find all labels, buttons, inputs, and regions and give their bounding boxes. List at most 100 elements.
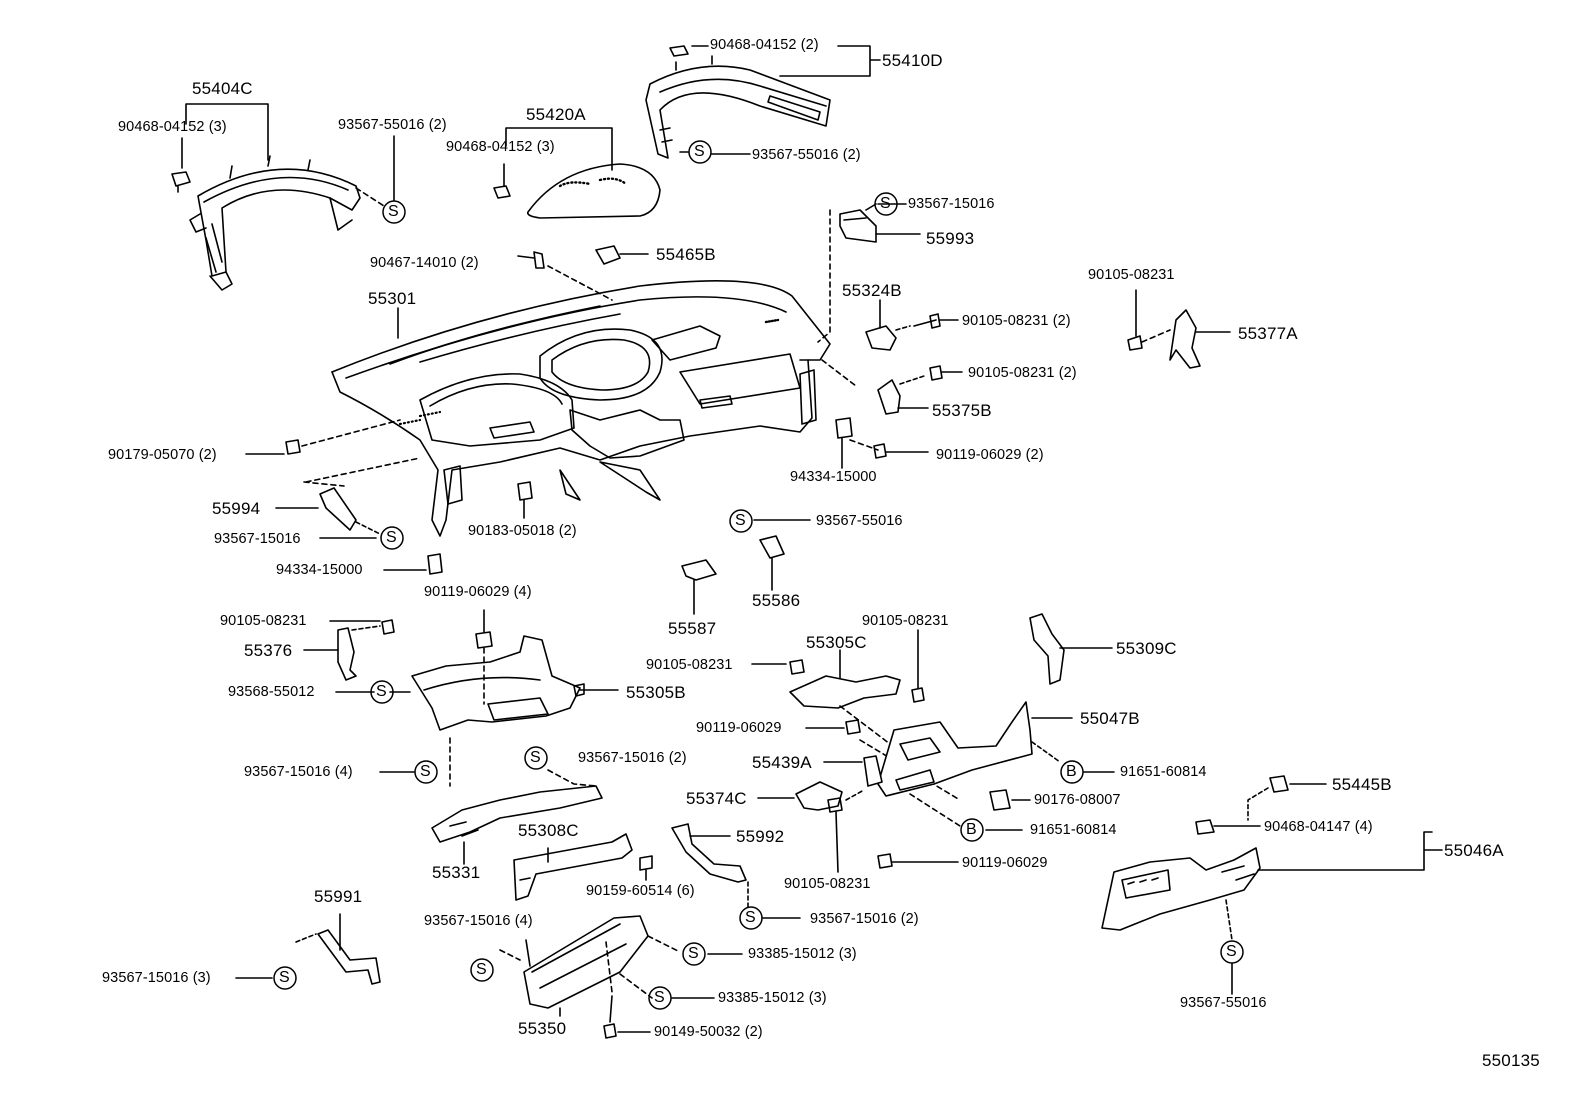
part-label-55993: 55993 xyxy=(926,229,975,248)
screw-90119-d xyxy=(877,853,959,869)
dash-55350 xyxy=(499,935,681,999)
bracket-55305c xyxy=(751,649,901,709)
clip-90176 xyxy=(989,789,1031,811)
part-label-93567-55016: 93567-55016 xyxy=(816,513,903,529)
part-label-90119-06029-4: 90119-06029 (4) xyxy=(424,584,532,600)
part-label-55308c: 55308C xyxy=(518,821,579,840)
leaders-91651 xyxy=(985,771,1115,831)
part-label-55465b: 55465B xyxy=(656,245,716,264)
leader-55420a xyxy=(503,127,613,187)
s-marker: S xyxy=(654,989,665,1006)
part-label-90119-06029: 90119-06029 xyxy=(962,855,1048,871)
part-label-55375b: 55375B xyxy=(932,401,992,420)
screw-90105-g xyxy=(827,797,843,873)
s-marker: S xyxy=(386,529,397,546)
bracket-55376 xyxy=(303,627,357,681)
part-label-55305c: 55305C xyxy=(806,633,867,652)
s-marker: S xyxy=(476,961,487,978)
part-label-91651-60814: 91651-60814 xyxy=(1120,764,1207,780)
s-marker: S xyxy=(735,512,746,529)
part-label-93567-15016-2: 93567-15016 (2) xyxy=(578,750,687,766)
part-label-90105-08231: 90105-08231 xyxy=(784,876,871,892)
part-label-90149-50032: 90149-50032 (2) xyxy=(654,1024,763,1040)
upper-panel-55410d xyxy=(645,55,831,159)
part-label-55991: 55991 xyxy=(314,887,363,906)
dashboard-55301 xyxy=(331,280,831,537)
part-label-90105-08231-2: 90105-08231 (2) xyxy=(962,313,1071,329)
dash-hood-s xyxy=(355,187,385,207)
bracket-55992 xyxy=(671,823,749,911)
part-label-90105-08231-2: 90105-08231 (2) xyxy=(968,365,1077,381)
leader-55016-top xyxy=(679,151,751,155)
s-marker: S xyxy=(420,763,431,780)
bracket-55324b xyxy=(865,299,937,351)
s-marker: S xyxy=(694,143,705,160)
part-label-93568-55012: 93568-55012 xyxy=(228,684,315,700)
part-label-91651-60814: 91651-60814 xyxy=(1030,822,1117,838)
screw-90105-b xyxy=(1127,289,1171,351)
screw-90105-a xyxy=(929,313,959,329)
part-label-93567-55016-2: 93567-55016 (2) xyxy=(338,117,447,133)
clip-94334-left xyxy=(383,553,443,575)
part-label-90119-06029: 90119-06029 xyxy=(696,720,782,736)
s-marker: S xyxy=(376,683,387,700)
b-marker: B xyxy=(966,821,977,838)
dash-55305b xyxy=(449,647,485,787)
s-marker: S xyxy=(388,203,399,220)
lower-cover-55046a xyxy=(1101,831,1443,931)
clip-55587 xyxy=(681,559,717,615)
part-label-55404c: 55404C xyxy=(192,79,253,98)
bolt-90467 xyxy=(517,251,613,301)
bracket-55991 xyxy=(295,913,381,985)
part-label-90468-04152-2: 90468-04152 (2) xyxy=(710,37,819,53)
screw-90119-c xyxy=(805,719,861,735)
dash-b-lower xyxy=(909,793,961,827)
dash-55993 xyxy=(817,209,831,343)
part-label-90176-08007: 90176-08007 xyxy=(1034,792,1121,808)
part-label-55992: 55992 xyxy=(736,827,785,846)
part-label-55994: 55994 xyxy=(212,499,261,518)
part-label-55410d: 55410D xyxy=(882,51,943,70)
dash-55046a-s xyxy=(1225,899,1233,941)
screw-90105-f xyxy=(911,629,925,703)
screw-90149 xyxy=(603,995,617,1039)
part-label-55331: 55331 xyxy=(432,863,481,882)
leaders-55350 xyxy=(617,953,743,1033)
part-label-90467-14010: 90467-14010 (2) xyxy=(370,255,479,271)
part-label-93567-55016-2: 93567-55016 (2) xyxy=(752,147,861,163)
part-label-90105-08231: 90105-08231 xyxy=(646,657,733,673)
screw-90105-e xyxy=(789,659,805,675)
part-label-94334-15000: 94334-15000 xyxy=(276,562,363,578)
screw-90119-b xyxy=(475,609,493,649)
bracket-55375b xyxy=(877,375,929,415)
bracket-55993 xyxy=(839,209,921,243)
s-marker: S xyxy=(1226,943,1237,960)
part-label-93567-15016-4: 93567-15016 (4) xyxy=(244,764,353,780)
clip-55586 xyxy=(753,519,811,591)
clip-90468-right xyxy=(1195,819,1261,835)
part-label-93385-15012-3: 93385-15012 (3) xyxy=(748,946,857,962)
part-label-55324b: 55324B xyxy=(842,281,902,300)
leader-55404c xyxy=(181,103,269,169)
part-label-90119-06029-2: 90119-06029 (2) xyxy=(936,447,1044,463)
part-label-90468-04152-3: 90468-04152 (3) xyxy=(446,139,555,155)
lower-panel-55047b xyxy=(877,701,1073,797)
screw-90105-c xyxy=(929,365,963,381)
part-label-90105-08231: 90105-08231 xyxy=(862,613,949,629)
part-label-93385-15012-3: 93385-15012 (3) xyxy=(718,990,827,1006)
clip-55439a xyxy=(823,755,883,787)
part-label-93567-15016-4: 93567-15016 (4) xyxy=(424,913,533,929)
part-label-55309c: 55309C xyxy=(1116,639,1177,658)
part-label-90179-05070: 90179-05070 (2) xyxy=(108,447,217,463)
s-marker: S xyxy=(880,195,891,212)
part-label-90183-05018: 90183-05018 (2) xyxy=(468,523,577,539)
part-label-55420a: 55420A xyxy=(526,105,586,124)
s-marker: S xyxy=(745,909,756,926)
bracket-55374c xyxy=(757,781,865,811)
part-label-90468-04147: 90468-04147 (4) xyxy=(1264,819,1373,835)
part-label-93567-15016-2: 93567-15016 (2) xyxy=(810,911,919,927)
part-label-93567-15016-3: 93567-15016 (3) xyxy=(102,970,211,986)
s-marker: S xyxy=(279,969,290,986)
